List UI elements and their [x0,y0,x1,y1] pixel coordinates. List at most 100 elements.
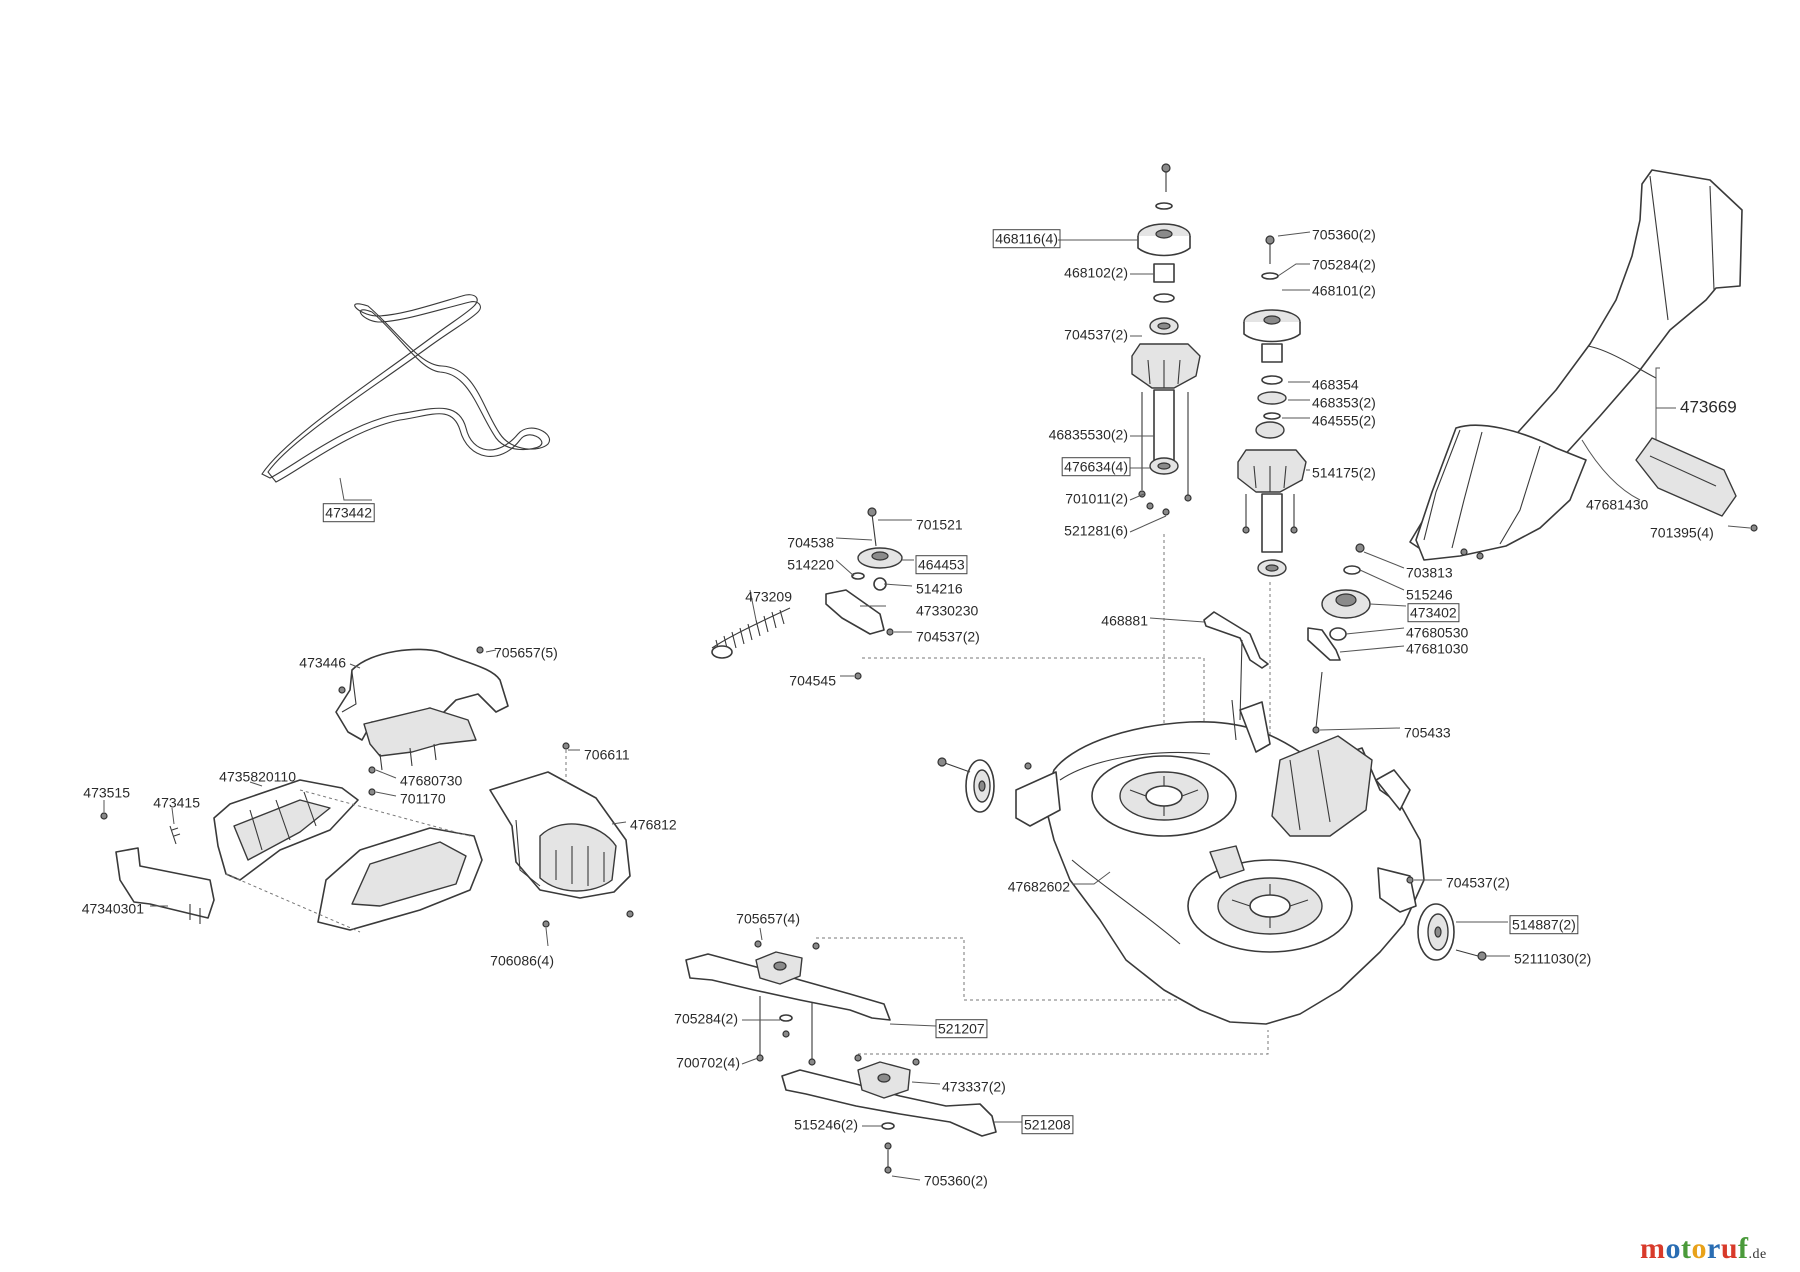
part-label: 705657(5) [494,645,558,661]
part-label: 4735820110 [219,769,296,785]
part-number-text: 705433 [1404,725,1451,741]
part-number-text: 514220 [787,557,834,573]
brand-letter: f [1738,1232,1749,1265]
part-number-text: 47340301 [82,901,145,917]
part-number-box [1509,915,1579,935]
brand-suffix: .de [1748,1247,1767,1262]
upper-cover-473446 [335,646,509,796]
brand-letter: o [1665,1232,1681,1265]
part-label: 701521 [916,517,963,533]
part-label: 47681030 [1406,641,1469,657]
part-label: 468116(4) [992,229,1061,249]
part-number-text: 52111030(2) [1514,951,1591,967]
part-number-text: 701170 [400,791,446,807]
part-label: 473209 [745,589,792,605]
part-label: 47682602 [1008,879,1071,895]
part-label: 47680530 [1406,625,1469,641]
deck-wheel-left [937,757,1032,813]
part-number-box [992,229,1061,249]
part-number-text: 701521 [916,517,963,533]
part-label: 473337(2) [942,1079,1006,1095]
idler-pulley-right [1307,543,1371,734]
part-number-text: 476812 [630,817,677,833]
part-label: 705284(2) [1312,257,1376,273]
part-label: 464453 [915,555,968,575]
part-label: 473669 [1680,397,1737,416]
part-label: 704537(2) [1446,875,1510,891]
part-number-text: 703813 [1406,565,1453,581]
part-number-text: 473402 [1410,605,1457,621]
part-number-text: 464453 [918,557,965,573]
part-label: 473442 [322,503,375,523]
part-label: 705360(2) [924,1173,988,1189]
part-number-text: 47680730 [400,773,463,789]
part-number-text: 473337(2) [942,1079,1006,1095]
part-label: 521207 [935,1019,988,1039]
part-number-text: 514216 [916,581,963,597]
part-label: 476634(4) [1061,457,1131,477]
part-number-text: 515246 [1406,587,1453,603]
mulch-insert-4735820110 [213,779,483,931]
part-number-text: 468102(2) [1064,265,1128,281]
part-label: 521208 [1021,1115,1074,1135]
part-number-box [935,1019,988,1039]
part-number-text: 700702(4) [676,1055,740,1071]
part-label: 706086(4) [490,953,554,969]
part-number-text: 46835530(2) [1049,427,1128,443]
deck-wheel-right [1406,876,1487,961]
part-number-box [915,555,968,575]
bracket-47340301 [100,812,215,924]
part-label: 515246(2) [794,1117,858,1133]
part-number-text: 521207 [938,1021,985,1037]
part-label: 700702(4) [676,1055,740,1071]
part-label: 468353(2) [1312,395,1376,411]
idler-arm-group [711,507,903,680]
part-label: 468102(2) [1064,265,1128,281]
discharge-chute-473669 [1409,169,1743,561]
part-label: 514220 [787,557,834,573]
part-number-text: 514887(2) [1512,917,1576,933]
part-label: 521281(6) [1064,523,1128,539]
discharge-cover-476812 [489,742,634,928]
brand-logo: motoruf.de [1640,1232,1767,1266]
brand-wordmark: motoruf [1640,1232,1749,1265]
spindle-assembly-right [1237,235,1307,577]
part-number-box [1407,603,1460,623]
part-label: 706611 [584,747,630,763]
part-number-box [322,503,375,523]
part-number-text: 47330230 [916,603,979,619]
part-number-text: 705657(5) [494,645,558,661]
brand-letter: o [1691,1232,1707,1265]
part-label: 514887(2) [1509,915,1579,935]
part-label: 47681430 [1586,497,1649,513]
brand-letter: r [1707,1232,1721,1265]
part-number-text: 468101(2) [1312,283,1376,299]
part-number-text: 701395(4) [1650,525,1714,541]
part-number-text: 514175(2) [1312,465,1376,481]
part-number-text: 705360(2) [1312,227,1376,243]
part-number-text: 515246(2) [794,1117,858,1133]
part-number-text: 705657(4) [736,911,800,927]
part-number-text: 47681430 [1586,497,1649,513]
part-label: 468354 [1312,377,1359,393]
part-labels: 473442 468116(4)468102(2) 704537(2) 4683553… [82,227,1737,1189]
part-label: 46835530(2) [1049,427,1128,443]
part-number-text: 521281(6) [1064,523,1128,539]
part-number-text: 47681030 [1406,641,1469,657]
part-label: 52111030(2) [1514,951,1591,967]
part-label: 704545 [789,673,836,689]
spindle-assembly-left [1131,163,1201,516]
part-label: 701011(2) [1065,491,1128,507]
part-number-text: 468353(2) [1312,395,1376,411]
part-number-text: 464555(2) [1312,413,1376,429]
part-number-text: 521208 [1024,1117,1071,1133]
part-label: 515246 [1406,587,1453,603]
part-label: 47330230 [916,603,979,619]
part-number-text: 473415 [153,795,200,811]
part-number-text: 706611 [584,747,630,763]
part-label: 704537(2) [916,629,980,645]
part-label: 476812 [630,817,677,833]
part-label: 705433 [1404,725,1451,741]
